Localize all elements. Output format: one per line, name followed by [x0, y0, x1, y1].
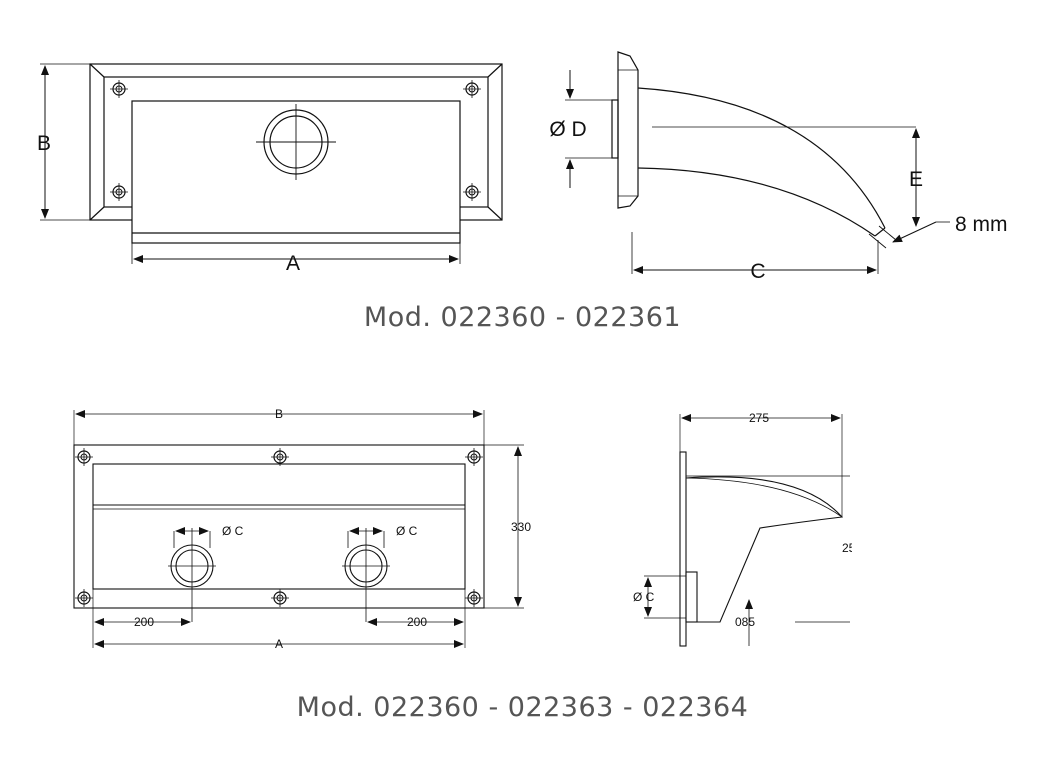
bolt-icon [109, 79, 129, 99]
bottom-side-wall-plate [679, 451, 687, 647]
bolt-icon [270, 588, 290, 608]
bottom-front-dim-pipe-right-label: Ø C [396, 524, 418, 538]
top-side-dim-offset-label: E [909, 168, 923, 191]
top-front-pipe [256, 104, 336, 180]
bolt-icon [462, 79, 482, 99]
bottom-front-dim-height-label: 330 [511, 520, 531, 534]
bottom-side-dim-pipe-label: Ø C [633, 590, 655, 604]
bottom-side-dim-projection-label: 275 [749, 411, 769, 425]
top-side-flange [617, 51, 639, 209]
bolt-icon [74, 588, 94, 608]
bottom-side-dim-pipe-height-label: 085 [735, 615, 755, 629]
bottom-side-dim-cut-label: 25 [842, 541, 856, 555]
bottom-side-pipe-stub [685, 571, 698, 623]
top-side-spout-upper [637, 87, 886, 229]
top-side-view [565, 51, 950, 274]
top-front-dim-height-label: B [37, 132, 51, 155]
bolt-icon [74, 447, 94, 467]
bolt-icon [109, 182, 129, 202]
bottom-front-pipe-right [342, 528, 390, 622]
top-side-dim-lip-label: 8 mm [955, 213, 1008, 236]
top-front-view [40, 63, 503, 264]
bolt-icon [462, 182, 482, 202]
bottom-side-spout-profile [685, 476, 844, 623]
bottom-front-body [92, 463, 466, 590]
top-side-pipe-stub [611, 99, 619, 159]
bolt-icon [270, 447, 290, 467]
bottom-front-dim-right-offset-label: 200 [407, 615, 427, 629]
top-side-dim-projection-label: C [750, 260, 765, 283]
bottom-front-dim-left-offset-label: 200 [134, 615, 154, 629]
top-side-dim-diameter-label: Ø D [549, 118, 586, 141]
bottom-front-dim-width-top-label: B [275, 407, 283, 421]
bottom-front-dim-pipe-left-label: Ø C [222, 524, 244, 538]
bottom-front-view [73, 410, 524, 648]
bottom-front-dim-width-bottom-label: A [275, 637, 283, 651]
bottom-front-flange [73, 444, 485, 609]
bolt-icon [464, 447, 484, 467]
bottom-side-cut-label-clip: 25 [842, 541, 856, 555]
bolt-icon [464, 588, 484, 608]
bottom-front-pipe-left [168, 528, 216, 622]
top-front-dim-width-label: A [286, 252, 300, 275]
top-side-spout-lower [637, 167, 876, 237]
top-model-caption: Mod. 022360 - 022361 [363, 302, 682, 333]
bottom-side-view [644, 414, 850, 647]
bottom-model-caption: Mod. 022360 - 022363 - 022364 [296, 692, 749, 723]
